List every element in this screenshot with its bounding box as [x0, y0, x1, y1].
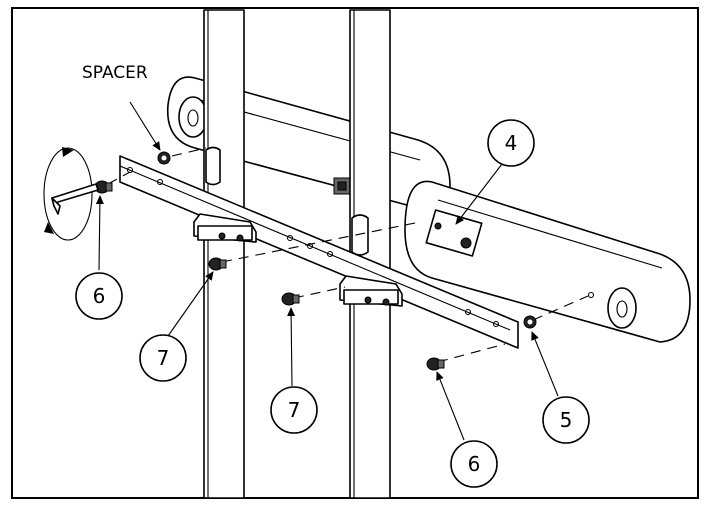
callout-6-bottom: 6: [450, 440, 498, 488]
callout-6-left-text: 6: [93, 284, 106, 308]
callout-7-left-text: 7: [157, 346, 170, 370]
callout-7-middle: 7: [270, 386, 318, 434]
left-pole-clamp: [193, 213, 257, 243]
nut-5: [523, 315, 537, 329]
bolt-6-bottom: [426, 357, 445, 371]
callout-7-middle-text: 7: [288, 398, 301, 422]
callout-6-left: 6: [75, 272, 123, 320]
bolt-7-middle: [281, 292, 300, 306]
spacer-label: SPACER: [82, 63, 148, 83]
callout-7-left: 7: [139, 334, 187, 382]
hex-key-rotation-icon: [43, 147, 99, 241]
bolt-7-left: [208, 257, 227, 271]
callout-4-text: 4: [505, 131, 518, 155]
callout-5-text: 5: [560, 408, 573, 432]
right-pole-clamp: [339, 275, 403, 307]
callout-5: 5: [542, 396, 590, 444]
left-pole: [203, 9, 245, 499]
front-housing: [404, 180, 691, 343]
assembly-guide-lines: [107, 147, 589, 363]
callout-6-bottom-text: 6: [468, 452, 481, 476]
mounting-bar: [119, 155, 519, 349]
spacer-nut: [157, 151, 171, 165]
callout-4: 4: [487, 119, 535, 167]
leader-lines: [95, 101, 559, 441]
